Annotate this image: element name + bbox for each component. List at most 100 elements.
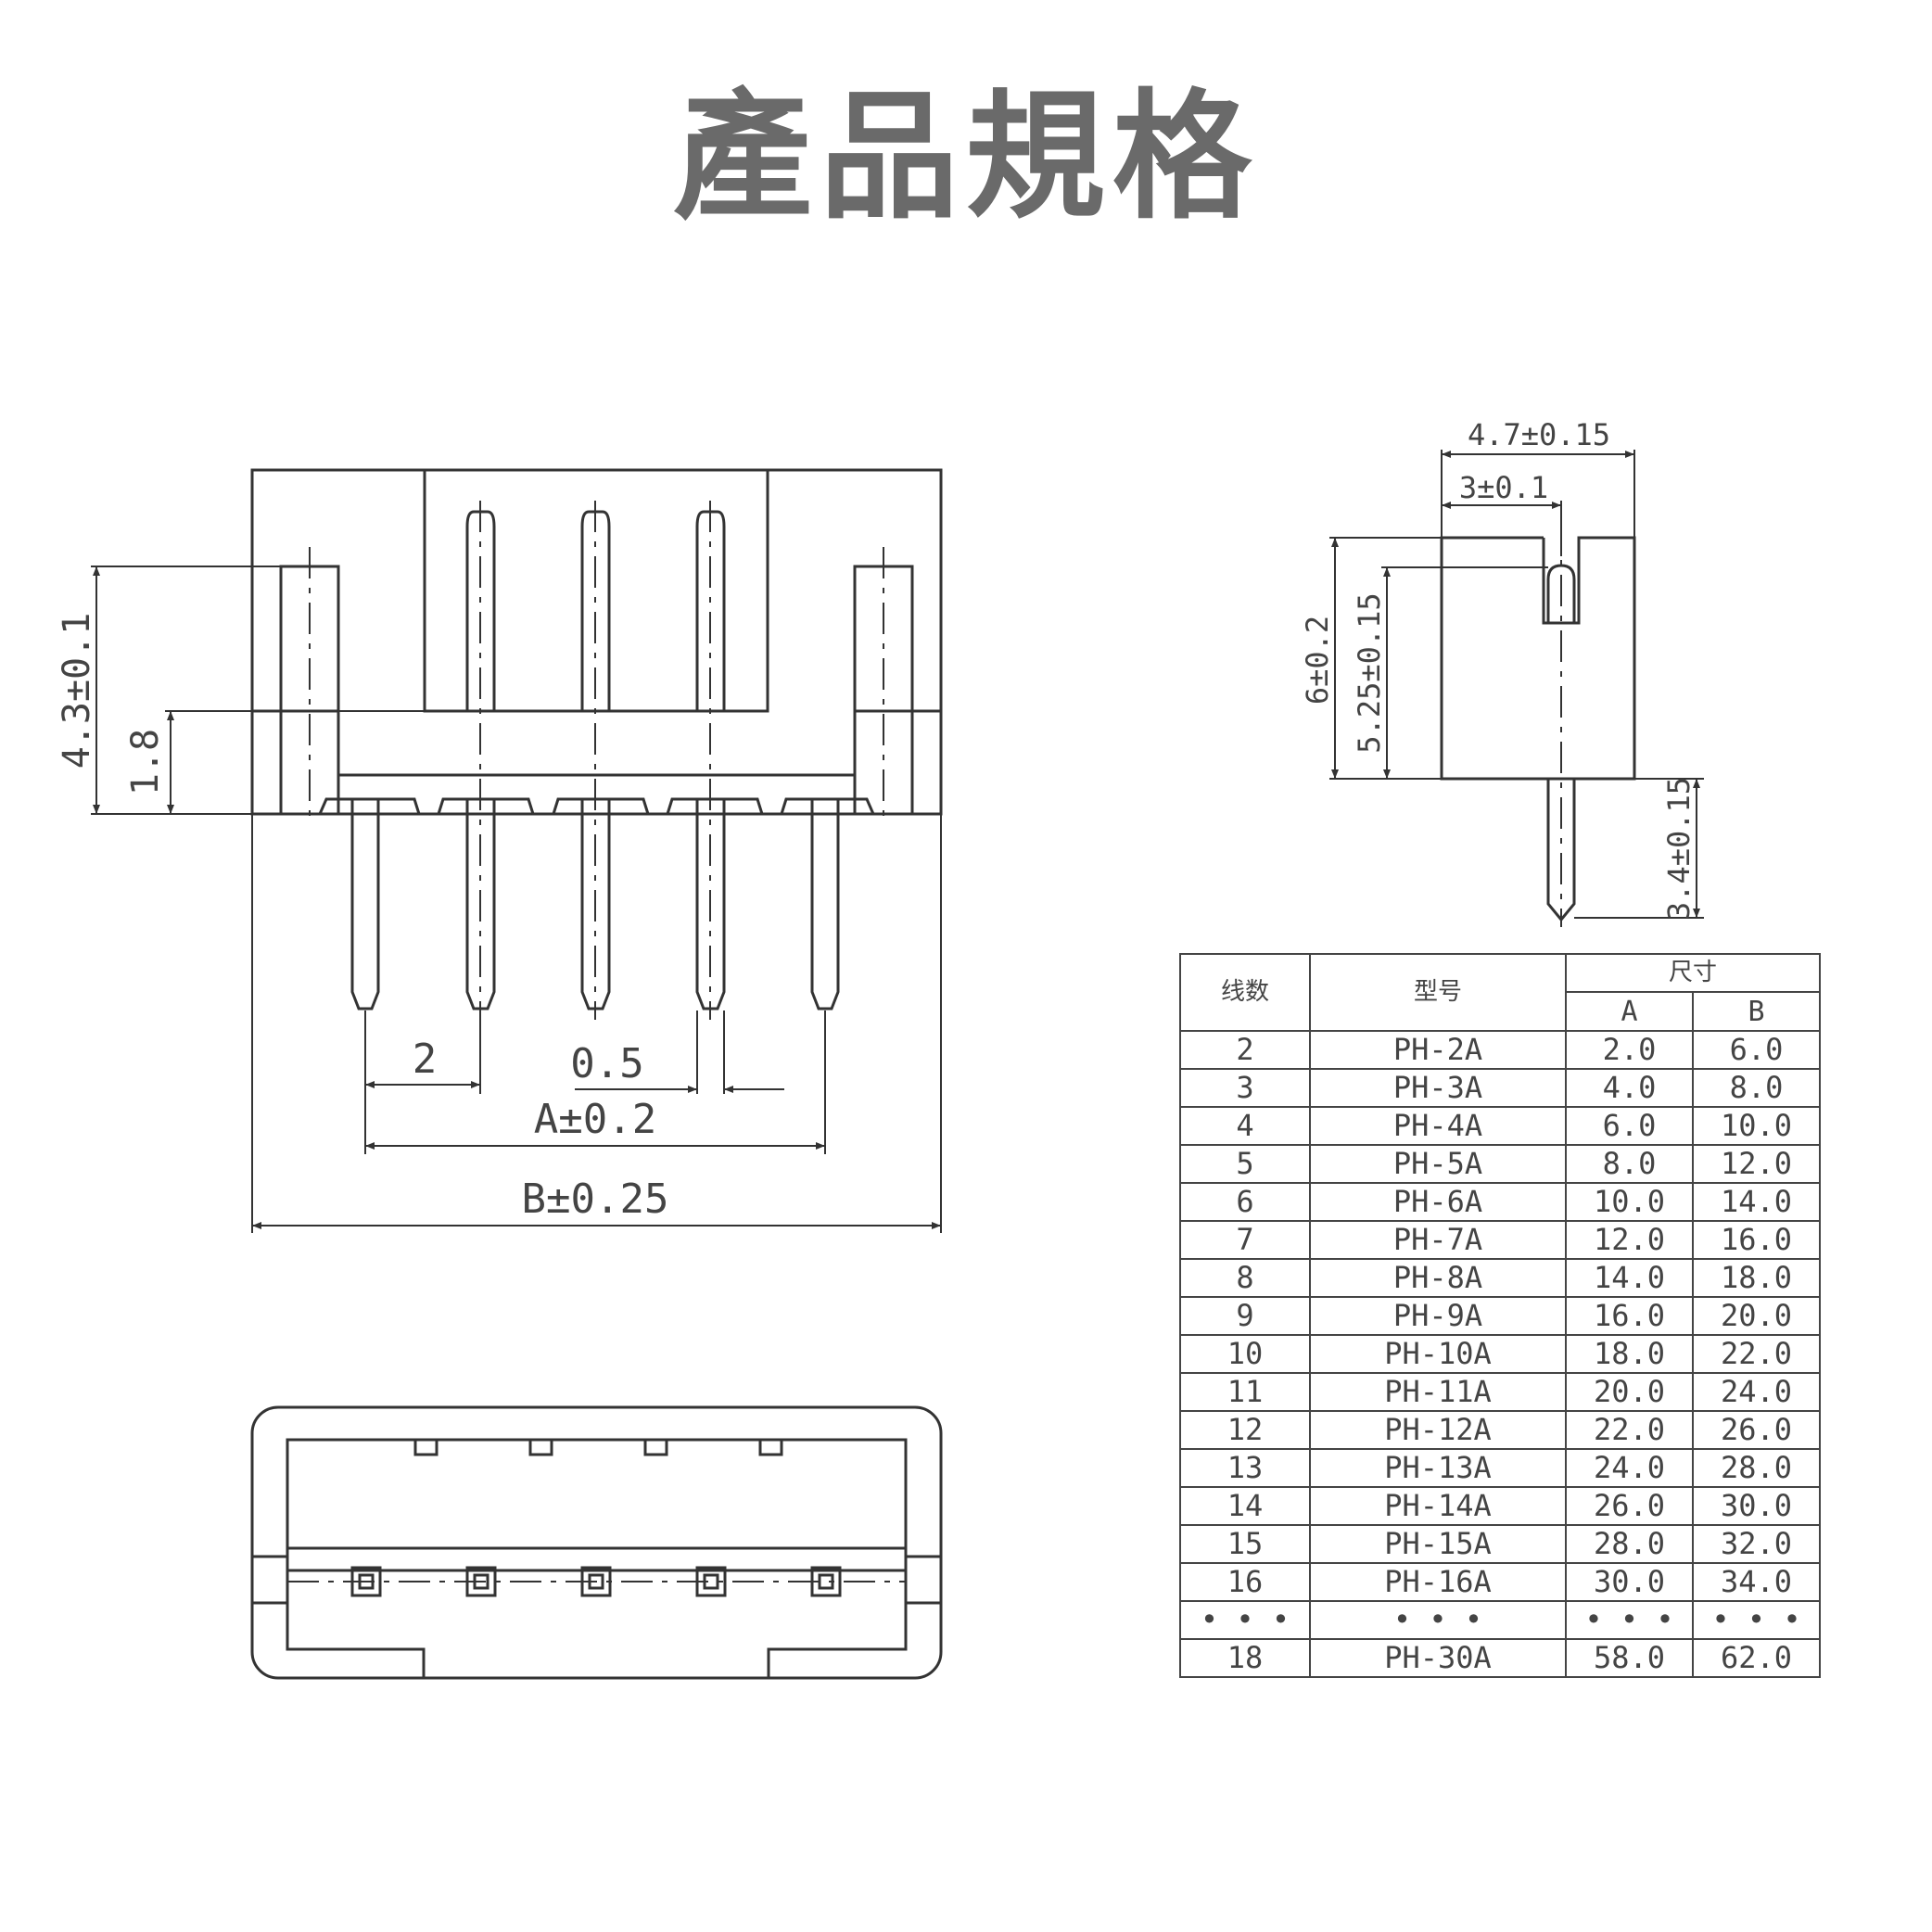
cell-a: 16.0 (1565, 1296, 1694, 1336)
cell-model: PH-5A (1309, 1144, 1567, 1184)
cell-wires: 13 (1179, 1448, 1311, 1488)
cell-model: PH-11A (1309, 1372, 1567, 1412)
profile-body (1440, 536, 1636, 781)
cell-wires: 16 (1179, 1562, 1311, 1602)
cell-b: 62.0 (1691, 1638, 1822, 1678)
lower-pin-1 (350, 799, 380, 1010)
cell-a: 8.0 (1565, 1144, 1694, 1184)
dim-height-total: 4.3±0.1 (56, 613, 98, 769)
cell-model: • • • (1309, 1600, 1567, 1640)
cell-model: PH-30A (1309, 1638, 1567, 1678)
cell-a: 4.0 (1565, 1068, 1694, 1108)
top-view-inner (286, 1438, 908, 1678)
cell-wires: 15 (1179, 1524, 1311, 1564)
cell-a: 22.0 (1565, 1410, 1694, 1450)
header-a: A (1565, 991, 1694, 1032)
cell-b: 10.0 (1691, 1106, 1822, 1146)
dim-width-inner: 3±0.1 (1459, 470, 1548, 505)
cell-model: PH-8A (1309, 1258, 1567, 1298)
cell-a: 18.0 (1565, 1334, 1694, 1374)
cell-a: 26.0 (1565, 1486, 1694, 1526)
table-row: • • •• • •• • •• • • (1179, 1600, 1822, 1640)
dim-pitch: 2 (413, 1036, 438, 1083)
cell-b: 20.0 (1691, 1296, 1822, 1336)
cell-wires: 4 (1179, 1106, 1311, 1146)
cell-model: PH-4A (1309, 1106, 1567, 1146)
lower-pin-5 (810, 799, 840, 1010)
cell-a: 58.0 (1565, 1638, 1694, 1678)
cell-a: 28.0 (1565, 1524, 1694, 1564)
housing-outline (250, 468, 943, 816)
top-view (250, 1405, 943, 1680)
cell-model: PH-12A (1309, 1410, 1567, 1450)
cell-model: PH-10A (1309, 1334, 1567, 1374)
cell-b: 8.0 (1691, 1068, 1822, 1108)
cell-a: 20.0 (1565, 1372, 1694, 1412)
cell-b: • • • (1691, 1600, 1822, 1640)
dim-width-total: 4.7±0.15 (1468, 417, 1610, 452)
cell-b: 14.0 (1691, 1182, 1822, 1222)
cell-model: PH-9A (1309, 1296, 1567, 1336)
cell-b: 28.0 (1691, 1448, 1822, 1488)
cell-a: • • • (1565, 1600, 1694, 1640)
base-notches (318, 797, 875, 816)
cell-wires: 11 (1179, 1372, 1311, 1412)
cell-b: 18.0 (1691, 1258, 1822, 1298)
cell-model: PH-3A (1309, 1068, 1567, 1108)
cell-model: PH-14A (1309, 1486, 1567, 1526)
cell-wires: 3 (1179, 1068, 1311, 1108)
cell-a: 6.0 (1565, 1106, 1694, 1146)
cell-wires: 9 (1179, 1296, 1311, 1336)
cell-wires: 10 (1179, 1334, 1311, 1374)
cell-model: PH-7A (1309, 1220, 1567, 1260)
cell-wires: 6 (1179, 1182, 1311, 1222)
cell-model: PH-6A (1309, 1182, 1567, 1222)
cell-wires: 12 (1179, 1410, 1311, 1450)
cell-b: 32.0 (1691, 1524, 1822, 1564)
cell-b: 24.0 (1691, 1372, 1822, 1412)
cell-b: 34.0 (1691, 1562, 1822, 1602)
cell-wires: • • • (1179, 1600, 1311, 1640)
header-size: 尺寸 (1564, 953, 1822, 993)
cell-wires: 7 (1179, 1220, 1311, 1260)
cell-a: 2.0 (1565, 1030, 1694, 1070)
cell-wires: 18 (1179, 1638, 1311, 1678)
header-wires: 线数 (1179, 953, 1311, 1032)
header-b: B (1691, 991, 1822, 1032)
dim-b: B±0.25 (522, 1176, 669, 1223)
dim-a: A±0.2 (534, 1096, 656, 1143)
cell-b: 6.0 (1691, 1030, 1822, 1070)
cell-a: 30.0 (1565, 1562, 1694, 1602)
dim-pin-length: 3.4±0.15 (1661, 777, 1697, 920)
cell-model: PH-16A (1309, 1562, 1567, 1602)
cell-wires: 5 (1179, 1144, 1311, 1184)
cell-a: 10.0 (1565, 1182, 1694, 1222)
dim-height-inner: 1.8 (124, 729, 167, 795)
cell-b: 22.0 (1691, 1334, 1822, 1374)
cell-wires: 14 (1179, 1486, 1311, 1526)
cell-a: 24.0 (1565, 1448, 1694, 1488)
cell-model: PH-13A (1309, 1448, 1567, 1488)
cell-model: PH-15A (1309, 1524, 1567, 1564)
page-title: 產品規格 (672, 77, 1259, 238)
cell-b: 30.0 (1691, 1486, 1822, 1526)
cell-b: 26.0 (1691, 1410, 1822, 1450)
cell-b: 16.0 (1691, 1220, 1822, 1260)
